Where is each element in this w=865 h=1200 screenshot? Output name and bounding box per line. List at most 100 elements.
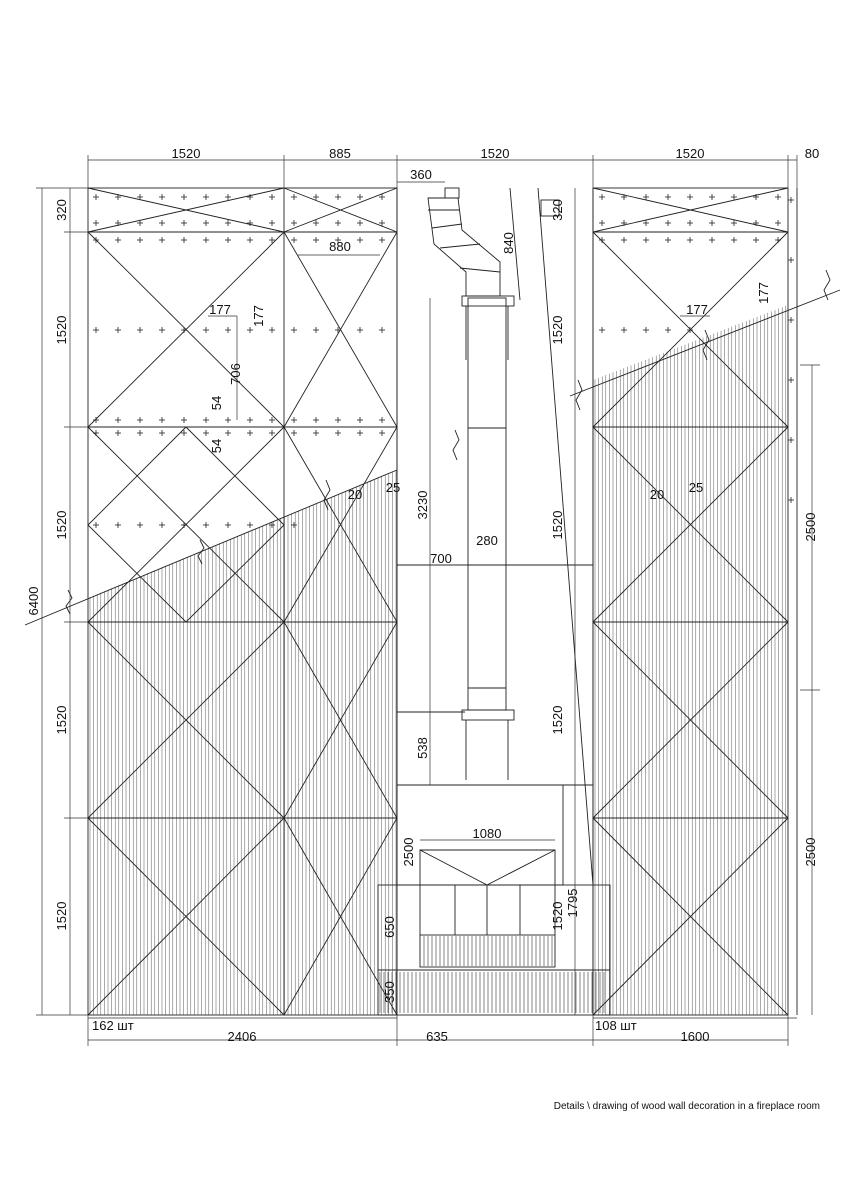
screw-marker bbox=[357, 430, 363, 436]
right-slat-b: 25 bbox=[689, 480, 703, 495]
screw-marker bbox=[159, 327, 165, 333]
screw-marker bbox=[775, 220, 781, 226]
screw-marker bbox=[269, 522, 275, 528]
screw-marker bbox=[599, 220, 605, 226]
firebox-width-dim: 1080 bbox=[473, 826, 502, 841]
right-slat-a: 20 bbox=[650, 487, 664, 502]
slat-hatching-right bbox=[594, 305, 787, 1015]
screw-marker bbox=[159, 430, 165, 436]
screw-marker bbox=[225, 522, 231, 528]
screw-marker bbox=[379, 220, 385, 226]
screw-marker bbox=[313, 220, 319, 226]
screw-marker bbox=[775, 237, 781, 243]
screw-marker bbox=[379, 194, 385, 200]
screw-marker bbox=[599, 237, 605, 243]
screw-marker bbox=[159, 237, 165, 243]
screw-marker bbox=[93, 417, 99, 423]
dimension-lines bbox=[36, 155, 820, 1046]
screw-marker bbox=[643, 194, 649, 200]
screw-marker bbox=[115, 220, 121, 226]
screw-marker bbox=[247, 220, 253, 226]
left-row-dim-3: 1520 bbox=[54, 706, 69, 735]
left-row-dim-1: 1520 bbox=[54, 316, 69, 345]
screw-marker bbox=[379, 417, 385, 423]
opening-dim: 700 bbox=[430, 551, 452, 566]
screw-marker bbox=[181, 237, 187, 243]
screw-marker bbox=[357, 327, 363, 333]
screw-marker bbox=[225, 220, 231, 226]
screw-marker bbox=[137, 430, 143, 436]
screw-marker bbox=[225, 237, 231, 243]
screw-marker bbox=[181, 417, 187, 423]
screw-marker bbox=[269, 194, 275, 200]
screw-marker bbox=[621, 237, 627, 243]
screw-marker bbox=[753, 237, 759, 243]
base-dim: 350 bbox=[382, 981, 397, 1003]
screw-marker bbox=[181, 327, 187, 333]
sleeve-dim: 538 bbox=[415, 737, 430, 759]
screw-marker bbox=[335, 237, 341, 243]
screw-marker bbox=[687, 327, 693, 333]
screw-marker bbox=[291, 522, 297, 528]
screw-marker bbox=[788, 197, 794, 203]
screw-marker bbox=[225, 417, 231, 423]
right-upper-dim: 2500 bbox=[803, 513, 818, 542]
screw-marker bbox=[115, 522, 121, 528]
screw-marker bbox=[93, 237, 99, 243]
screw-marker bbox=[137, 417, 143, 423]
firebox-height-dim: 1795 bbox=[565, 889, 580, 918]
screw-marker bbox=[357, 417, 363, 423]
screw-marker bbox=[709, 194, 715, 200]
left-slat-b: 25 bbox=[386, 480, 400, 495]
left-slat-a: 20 bbox=[348, 487, 362, 502]
chimney bbox=[377, 187, 611, 1016]
panel-width-dim: 880 bbox=[329, 239, 351, 254]
screw-marker bbox=[291, 194, 297, 200]
left-row-dim-4: 1520 bbox=[54, 902, 69, 931]
top-dim-3: 1520 bbox=[481, 146, 510, 161]
screw-marker bbox=[731, 194, 737, 200]
screw-marker bbox=[621, 194, 627, 200]
screw-marker bbox=[203, 522, 209, 528]
screw-marker bbox=[181, 522, 187, 528]
left-slat-count: 162 шт bbox=[92, 1018, 134, 1033]
screw-marker bbox=[335, 430, 341, 436]
mid-row-dim-4: 1520 bbox=[550, 902, 565, 931]
screw-marker bbox=[159, 220, 165, 226]
screw-marker bbox=[247, 417, 253, 423]
screw-marker bbox=[335, 417, 341, 423]
screw-marker bbox=[115, 194, 121, 200]
screw-marker bbox=[203, 237, 209, 243]
screw-marker bbox=[225, 430, 231, 436]
screw-marker bbox=[137, 237, 143, 243]
top-dim-1: 1520 bbox=[172, 146, 201, 161]
screw-marker bbox=[225, 194, 231, 200]
right-spacing-b: 177 bbox=[756, 282, 771, 304]
drawing-caption: Details \ drawing of wood wall decoratio… bbox=[554, 1101, 820, 1112]
top-dim-4: 1520 bbox=[676, 146, 705, 161]
screw-marker bbox=[621, 220, 627, 226]
screw-marker bbox=[665, 327, 671, 333]
screw-marker bbox=[115, 327, 121, 333]
screw-marker bbox=[159, 522, 165, 528]
screw-marker bbox=[313, 417, 319, 423]
screw-marker bbox=[291, 220, 297, 226]
screw-marker bbox=[93, 327, 99, 333]
mid-top-strip-dim: 320 bbox=[550, 199, 565, 221]
screw-marker bbox=[379, 237, 385, 243]
screw-marker bbox=[159, 194, 165, 200]
middle-width-dim: 635 bbox=[426, 1029, 448, 1044]
screw-marker bbox=[643, 237, 649, 243]
screw-marker bbox=[643, 220, 649, 226]
screw-marker bbox=[247, 430, 253, 436]
screw-marker bbox=[788, 257, 794, 263]
screw-marker bbox=[93, 220, 99, 226]
screw-marker bbox=[753, 220, 759, 226]
screw-marker bbox=[93, 522, 99, 528]
screw-marker bbox=[115, 430, 121, 436]
screw-marker bbox=[115, 237, 121, 243]
screw-marker bbox=[665, 194, 671, 200]
screw-marker bbox=[93, 194, 99, 200]
screw-marker bbox=[313, 327, 319, 333]
pipe-diameter-dim: 280 bbox=[476, 533, 498, 548]
